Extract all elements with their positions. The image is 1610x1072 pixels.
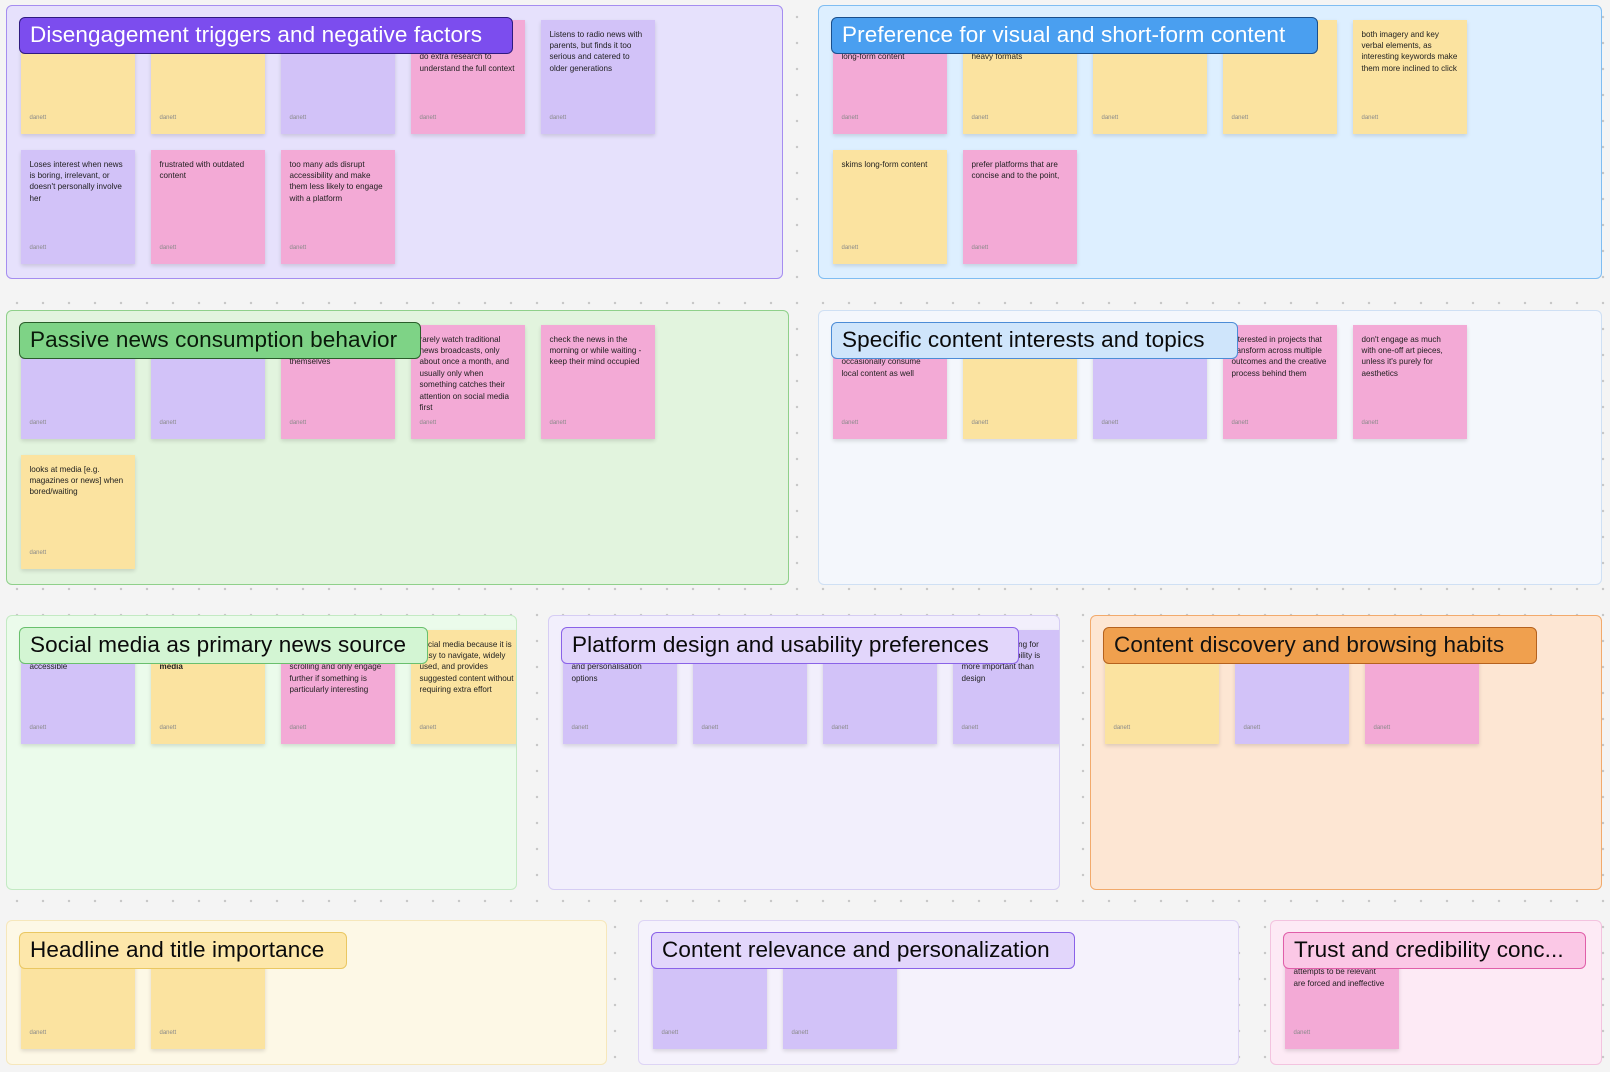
sticky-note-author: danett: [29, 245, 47, 252]
sticky-note[interactable]: interested in projects that transform ac…: [1222, 324, 1337, 439]
sticky-note-author: danett: [1101, 115, 1119, 122]
section-social-media-source[interactable]: Social media as primary news source Inst…: [6, 615, 517, 890]
sticky-note-author: danett: [1293, 1030, 1311, 1037]
sticky-note-author: danett: [29, 1030, 47, 1037]
sticky-note-author: danett: [971, 245, 989, 252]
sticky-note-text: rarely watch traditional news broadcasts…: [419, 334, 510, 412]
sticky-note-text: frustrated with outdated content: [159, 159, 245, 180]
sticky-note-author: danett: [29, 725, 47, 732]
section-title[interactable]: Preference for visual and short-form con…: [831, 17, 1318, 54]
sticky-note-author: danett: [549, 420, 567, 427]
section-disengagement-triggers[interactable]: Disengagement triggers and negative fact…: [6, 5, 783, 279]
sticky-note-author: danett: [419, 420, 437, 427]
sticky-note-text: too many ads disrupt accessibility and m…: [289, 159, 383, 203]
sticky-note[interactable]: Loses interest when news is boring, irre…: [20, 149, 135, 264]
sticky-note-author: danett: [1231, 115, 1249, 122]
section-title[interactable]: Specific content interests and topics: [831, 322, 1238, 359]
sticky-note-author: danett: [159, 725, 177, 732]
sticky-note-text: Loses interest when news is boring, irre…: [29, 159, 123, 203]
sticky-note-author: danett: [289, 245, 307, 252]
sticky-note[interactable]: don't engage as much with one-off art pi…: [1352, 324, 1467, 439]
sticky-note-text: interested in projects that transform ac…: [1231, 334, 1327, 378]
sticky-note-author: danett: [571, 725, 589, 732]
sticky-note-author: danett: [1373, 725, 1391, 732]
sticky-note-author: danett: [159, 115, 177, 122]
sticky-note-author: danett: [419, 115, 437, 122]
sticky-note-author: danett: [419, 725, 437, 732]
sticky-note-text: skims long-form content: [841, 159, 928, 169]
section-visual-short-form[interactable]: Preference for visual and short-form con…: [818, 5, 1602, 279]
section-trust-credibility[interactable]: Trust and credibility conc... they don't…: [1270, 920, 1602, 1065]
sticky-note-author: danett: [841, 420, 859, 427]
section-title[interactable]: Trust and credibility conc...: [1283, 932, 1586, 969]
sticky-note[interactable]: skims long-form content danett: [832, 149, 947, 264]
sticky-note-author: danett: [289, 420, 307, 427]
sticky-note-author: danett: [1113, 725, 1131, 732]
section-title[interactable]: Content relevance and personalization: [651, 932, 1075, 969]
section-content-relevance[interactable]: Content relevance and personalization al…: [638, 920, 1239, 1065]
sticky-note-author: danett: [961, 725, 979, 732]
sticky-note-author: danett: [1101, 420, 1119, 427]
sticky-note[interactable]: both imagery and key verbal elements, as…: [1352, 19, 1467, 134]
sticky-note[interactable]: Listens to radio news with parents, but …: [540, 19, 655, 134]
sticky-note[interactable]: check the news in the morning or while w…: [540, 324, 655, 439]
sticky-note-author: danett: [1231, 420, 1249, 427]
sticky-note-author: danett: [289, 725, 307, 732]
sticky-note-author: danett: [971, 420, 989, 427]
sticky-note-text: looks at media [e.g. magazines or news] …: [29, 464, 124, 497]
sticky-note-author: danett: [841, 245, 859, 252]
sticky-note-author: danett: [1243, 725, 1261, 732]
sticky-note-text: don't engage as much with one-off art pi…: [1361, 334, 1443, 378]
sticky-note[interactable]: too many ads disrupt accessibility and m…: [280, 149, 395, 264]
sticky-note-author: danett: [159, 420, 177, 427]
sticky-note-author: danett: [1361, 420, 1379, 427]
sticky-note-text: Listens to radio news with parents, but …: [549, 29, 643, 73]
section-content-interests[interactable]: Specific content interests and topics li…: [818, 310, 1602, 585]
sticky-note-text: both imagery and key verbal elements, as…: [1361, 29, 1458, 73]
sticky-note-author: danett: [29, 420, 47, 427]
section-title[interactable]: Passive news consumption behavior: [19, 322, 421, 359]
sticky-note-author: danett: [1361, 115, 1379, 122]
section-title[interactable]: Platform design and usability preference…: [561, 627, 1019, 664]
sticky-note[interactable]: social media because it is easy to navig…: [410, 629, 516, 744]
sticky-note-text: prefer platforms that are concise and to…: [971, 159, 1060, 180]
sticky-note[interactable]: prefer platforms that are concise and to…: [962, 149, 1077, 264]
sticky-note-author: danett: [701, 725, 719, 732]
sticky-note-author: danett: [159, 1030, 177, 1037]
sticky-note-author: danett: [289, 115, 307, 122]
section-title[interactable]: Headline and title importance: [19, 932, 347, 969]
sticky-note-author: danett: [29, 550, 47, 557]
sticky-note-author: danett: [971, 115, 989, 122]
section-content-discovery[interactable]: Content discovery and browsing habits th…: [1090, 615, 1602, 890]
sticky-note-author: danett: [831, 725, 849, 732]
sticky-note[interactable]: frustrated with outdated content danett: [150, 149, 265, 264]
sticky-note-text: check the news in the morning or while w…: [549, 334, 642, 367]
sticky-note[interactable]: looks at media [e.g. magazines or news] …: [20, 454, 135, 569]
section-title[interactable]: Social media as primary news source: [19, 627, 428, 664]
sticky-note-author: danett: [791, 1030, 809, 1037]
section-headline-importance[interactable]: Headline and title importance catch thei…: [6, 920, 607, 1065]
sticky-note-author: danett: [661, 1030, 679, 1037]
sticky-note-author: danett: [841, 115, 859, 122]
section-title[interactable]: Content discovery and browsing habits: [1103, 627, 1537, 664]
section-passive-consumption[interactable]: Passive news consumption behavior she co…: [6, 310, 789, 585]
sticky-note-text: social media because it is easy to navig…: [419, 639, 514, 695]
sticky-note-author: danett: [159, 245, 177, 252]
sticky-note-author: danett: [29, 115, 47, 122]
sticky-note[interactable]: rarely watch traditional news broadcasts…: [410, 324, 525, 439]
section-platform-design[interactable]: Platform design and usability preference…: [548, 615, 1060, 890]
sticky-note-author: danett: [549, 115, 567, 122]
section-title[interactable]: Disengagement triggers and negative fact…: [19, 17, 513, 54]
